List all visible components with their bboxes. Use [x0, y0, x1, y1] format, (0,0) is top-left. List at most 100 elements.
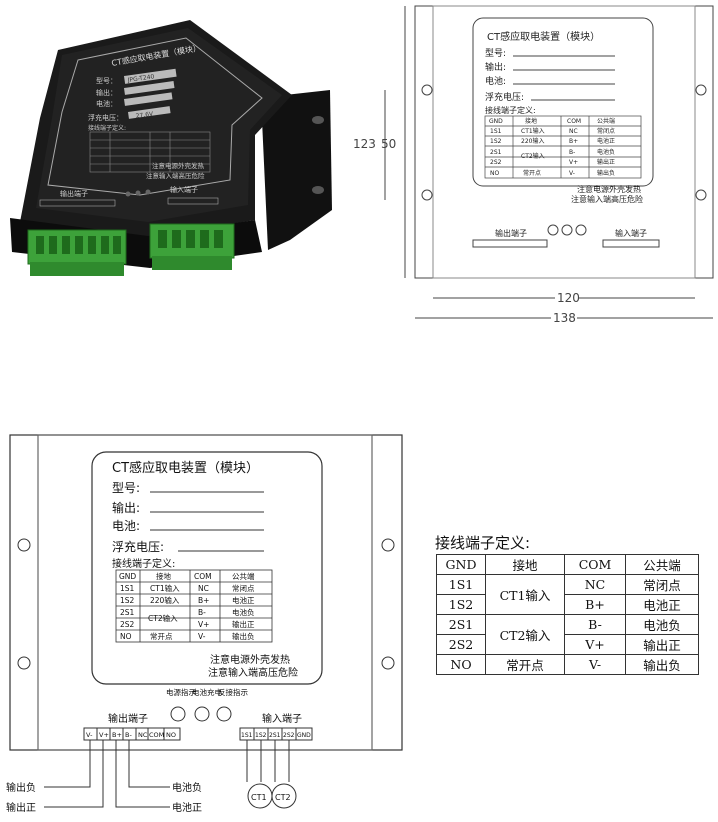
table-row: 2S2 V+ 输出正: [436, 634, 699, 655]
dt-h0: GND: [489, 118, 503, 125]
table-row: 1S2 B+ 电池正: [436, 594, 699, 615]
drawing-note-2: 注意输入端高压危险: [571, 194, 643, 204]
panel-note-1: 注意电源外壳发热: [210, 653, 290, 666]
dt-r2c1: CT2输入: [521, 152, 545, 160]
dimension-drawing: 123 50 CT感应取电装置（模块） 型号: 输出: 电池: 浮充电压: 接线…: [353, 5, 714, 325]
pt-r0c1: CT1输入: [150, 583, 180, 593]
photo-input-pinstrip: [167, 197, 219, 205]
dt-r4c3: 输出负: [597, 169, 615, 177]
table-cell: 常闭点: [625, 574, 699, 595]
dt-r0c2: NC: [569, 128, 578, 135]
photo-mini-table: [89, 131, 211, 173]
pt-r0c3: 常闭点: [232, 584, 255, 593]
table-cell: COM: [564, 554, 626, 575]
photo-output-box: [124, 81, 175, 95]
mounting-hole: [312, 116, 324, 124]
pt-h2: COM: [194, 572, 212, 581]
pin-2s2: 2S2: [283, 732, 295, 739]
photo-field-float: 浮充电压：: [88, 113, 123, 122]
dt-r3c3: 输出正: [597, 158, 615, 166]
drawing-led: [547, 224, 559, 236]
indicator-label-power: 电源指示: [166, 687, 196, 697]
mounting-hole: [17, 538, 31, 552]
indicator-label-reverse: 反接指示: [218, 687, 248, 697]
dt-r1c0: 1S2: [490, 138, 502, 145]
panel-output-label: 输出端子: [108, 712, 148, 725]
pin-gnd: GND: [297, 732, 311, 739]
label-panel: [47, 37, 263, 196]
dt-r1c3: 电池正: [597, 137, 615, 145]
pt-r1c2: B+: [198, 596, 209, 605]
dt-r2c2: B-: [569, 149, 575, 156]
body-outline: [37, 434, 373, 751]
pt-r3c0: 2S2: [120, 620, 135, 629]
panel-title: CT感应取电装置（模块）: [112, 460, 259, 476]
dim-width-outer: 138: [553, 311, 576, 325]
charge-led-icon: [194, 706, 210, 722]
callout-bat-neg: 电池负: [172, 781, 202, 794]
pin-b-plus: B+: [112, 731, 122, 739]
drawing-field-model: 型号:: [485, 48, 506, 59]
photo-output-pinstrip: [39, 199, 116, 207]
table-cell: 1S1: [436, 574, 486, 595]
dt-r0c1: CT1输入: [521, 127, 545, 135]
pt-r2c3: 电池负: [232, 607, 255, 617]
mounting-plate: [414, 5, 714, 279]
panel-drawing: CT感应取电装置（模块） 型号: 输出: 电池: 浮充电压: 接线端子定义: G…: [6, 434, 403, 814]
drawing-output-strip: [472, 239, 548, 248]
table-cell: 电池正: [625, 594, 699, 615]
pt-r3c2: V+: [198, 620, 209, 629]
photo-float-box: [127, 106, 171, 119]
dim-height-outer: 123: [353, 137, 376, 151]
table-cell: 输出负: [625, 654, 699, 675]
drawing-output-label: 输出端子: [495, 228, 527, 238]
callout-out-pos: 输出正: [6, 801, 36, 814]
pt-r0c0: 1S1: [120, 584, 135, 593]
photo-field-model: 型号：: [96, 76, 117, 85]
reverse-led-icon: [216, 706, 232, 722]
pt-h1: 接地: [156, 571, 171, 581]
mounting-hole: [381, 538, 395, 552]
table-cell: 2S1: [436, 614, 486, 635]
table-cell: B+: [564, 594, 626, 615]
pt-h3: 公共端: [232, 571, 255, 581]
mounting-flange: [262, 90, 332, 250]
panel-wiring-heading: 接线端子定义:: [112, 557, 175, 570]
pt-r2c2: B-: [198, 608, 206, 617]
table-cell: 接地: [485, 554, 565, 575]
input-pin-labels: 1S1 1S2 2S1 2S2 GND: [241, 732, 311, 739]
pin-1s1: 1S1: [241, 732, 253, 739]
ct2-label: CT2: [275, 793, 291, 802]
input-pin-strip: [239, 727, 313, 741]
photo-led: [135, 190, 141, 196]
drawing-input-label: 输入端子: [615, 228, 647, 238]
dt-r4c0: NO: [490, 170, 499, 177]
table-cell: NO: [436, 654, 486, 675]
dt-r1c1: 220输入: [521, 137, 544, 145]
drawing-input-strip: [602, 239, 660, 248]
photo-field-battery: 电池：: [96, 99, 117, 108]
table-cell: CT2输入: [485, 614, 565, 655]
table-row: GND 接地 COM 公共端: [436, 554, 699, 575]
photo-model-value: JPG-T240: [126, 73, 155, 84]
panel-field-model: 型号:: [112, 481, 140, 495]
drawing-mini-table: [484, 115, 642, 179]
dt-r4c2: V-: [569, 170, 575, 177]
drawing-mini-table-text: GND 接地 COM 公共端 1S1 CT1输入 NC 常闭点 1S2 220输…: [489, 117, 615, 177]
callout-out-neg: 输出负: [6, 781, 36, 794]
indicator-label-charge: 电池充电: [192, 687, 222, 697]
mounting-hole: [312, 186, 324, 194]
input-connector: [149, 223, 235, 270]
dt-h1: 接地: [525, 117, 537, 125]
photo-led: [125, 191, 131, 197]
photo-note-2: 注意输入端高压危险: [146, 171, 205, 180]
output-connector: [27, 229, 127, 276]
table-cell: 公共端: [625, 554, 699, 575]
dt-h3: 公共端: [597, 117, 615, 125]
pt-r2c1: CT2输入: [148, 613, 178, 623]
pt-r2c0: 2S1: [120, 608, 135, 617]
wiring-table: GND 接地 COM 公共端 1S1 CT1输入 NC 常闭点 1S2 B+ 电…: [436, 554, 699, 675]
pt-r4c2: V-: [198, 632, 206, 641]
panel-mini-table: [115, 569, 273, 643]
pt-r0c2: NC: [198, 584, 209, 593]
